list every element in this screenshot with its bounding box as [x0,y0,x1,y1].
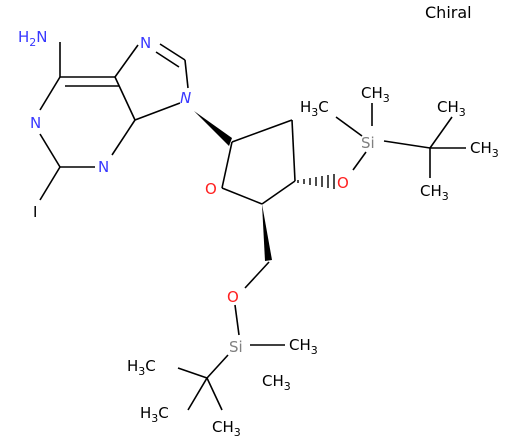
n9-label: N [180,89,191,107]
bond-o3-si [352,151,367,171]
bond-n7-c8-double [155,51,180,68]
bond-tbu-me-right [206,377,223,411]
bond-tbu-me-left [177,367,208,379]
amine-label: H2N [18,28,48,49]
bond-si-tbu [383,140,431,149]
bond-lines [39,42,466,411]
bond-n3-c4 [111,119,136,156]
wedge-c4-c5 [262,204,272,261]
bond-c4-c5 [114,76,136,121]
bond-c2-i [39,166,61,201]
o3prime-label: O [337,174,349,192]
n3-label: N [98,158,109,176]
bond-c5-n7 [114,44,139,78]
bond-c6-n1 [39,76,61,111]
ch3-upper-e: CH3 [420,182,449,203]
ch3-upper-c: CH3 [437,98,466,119]
ch3-lower-e: CH3 [212,418,241,439]
bond-tbu-me-top [429,116,453,149]
bond-tbu-me-bottom [187,377,208,411]
ch3-lower-c: CH3 [262,372,291,393]
bond-n9-c4 [134,102,181,121]
ch3-lower-a: H3C [127,357,156,378]
ch3-lower-b: CH3 [289,336,318,357]
bond-c3-c4prime [261,180,296,205]
o4prime-label: O [205,180,217,198]
n1-label: N [30,114,41,132]
ch3-upper-b: CH3 [361,84,390,105]
bond-c2-c3prime [291,119,296,182]
hash-bond-c3-o3 [297,174,335,189]
chiral-flag: Chiral [425,3,472,22]
bond-si-me-left [335,116,363,137]
bond-c5-o5prime [244,261,270,289]
bond-c8-n9 [184,59,189,89]
wedge-c1-n9 [194,111,232,146]
iodine-label: I [33,203,37,221]
si-lower-label: Si [229,338,243,356]
o5prime-label: O [227,288,239,306]
si-upper-label: Si [361,134,375,152]
wedge-bonds [194,111,272,261]
bond-o5-si [234,304,240,336]
bond-c1-c2prime [231,119,293,143]
bond-c4-o4prime [221,187,263,205]
n7-label: N [140,34,151,52]
ch3-upper-d: CH3 [470,139,499,160]
ch3-upper-a: H3C [300,98,329,119]
bond-o4-c1prime [221,141,233,189]
bond-n7-c8 [159,43,186,61]
bond-n1-c2 [39,133,61,168]
ch3-lower-d: H3C [140,404,169,425]
bond-si-tbu [206,354,229,379]
